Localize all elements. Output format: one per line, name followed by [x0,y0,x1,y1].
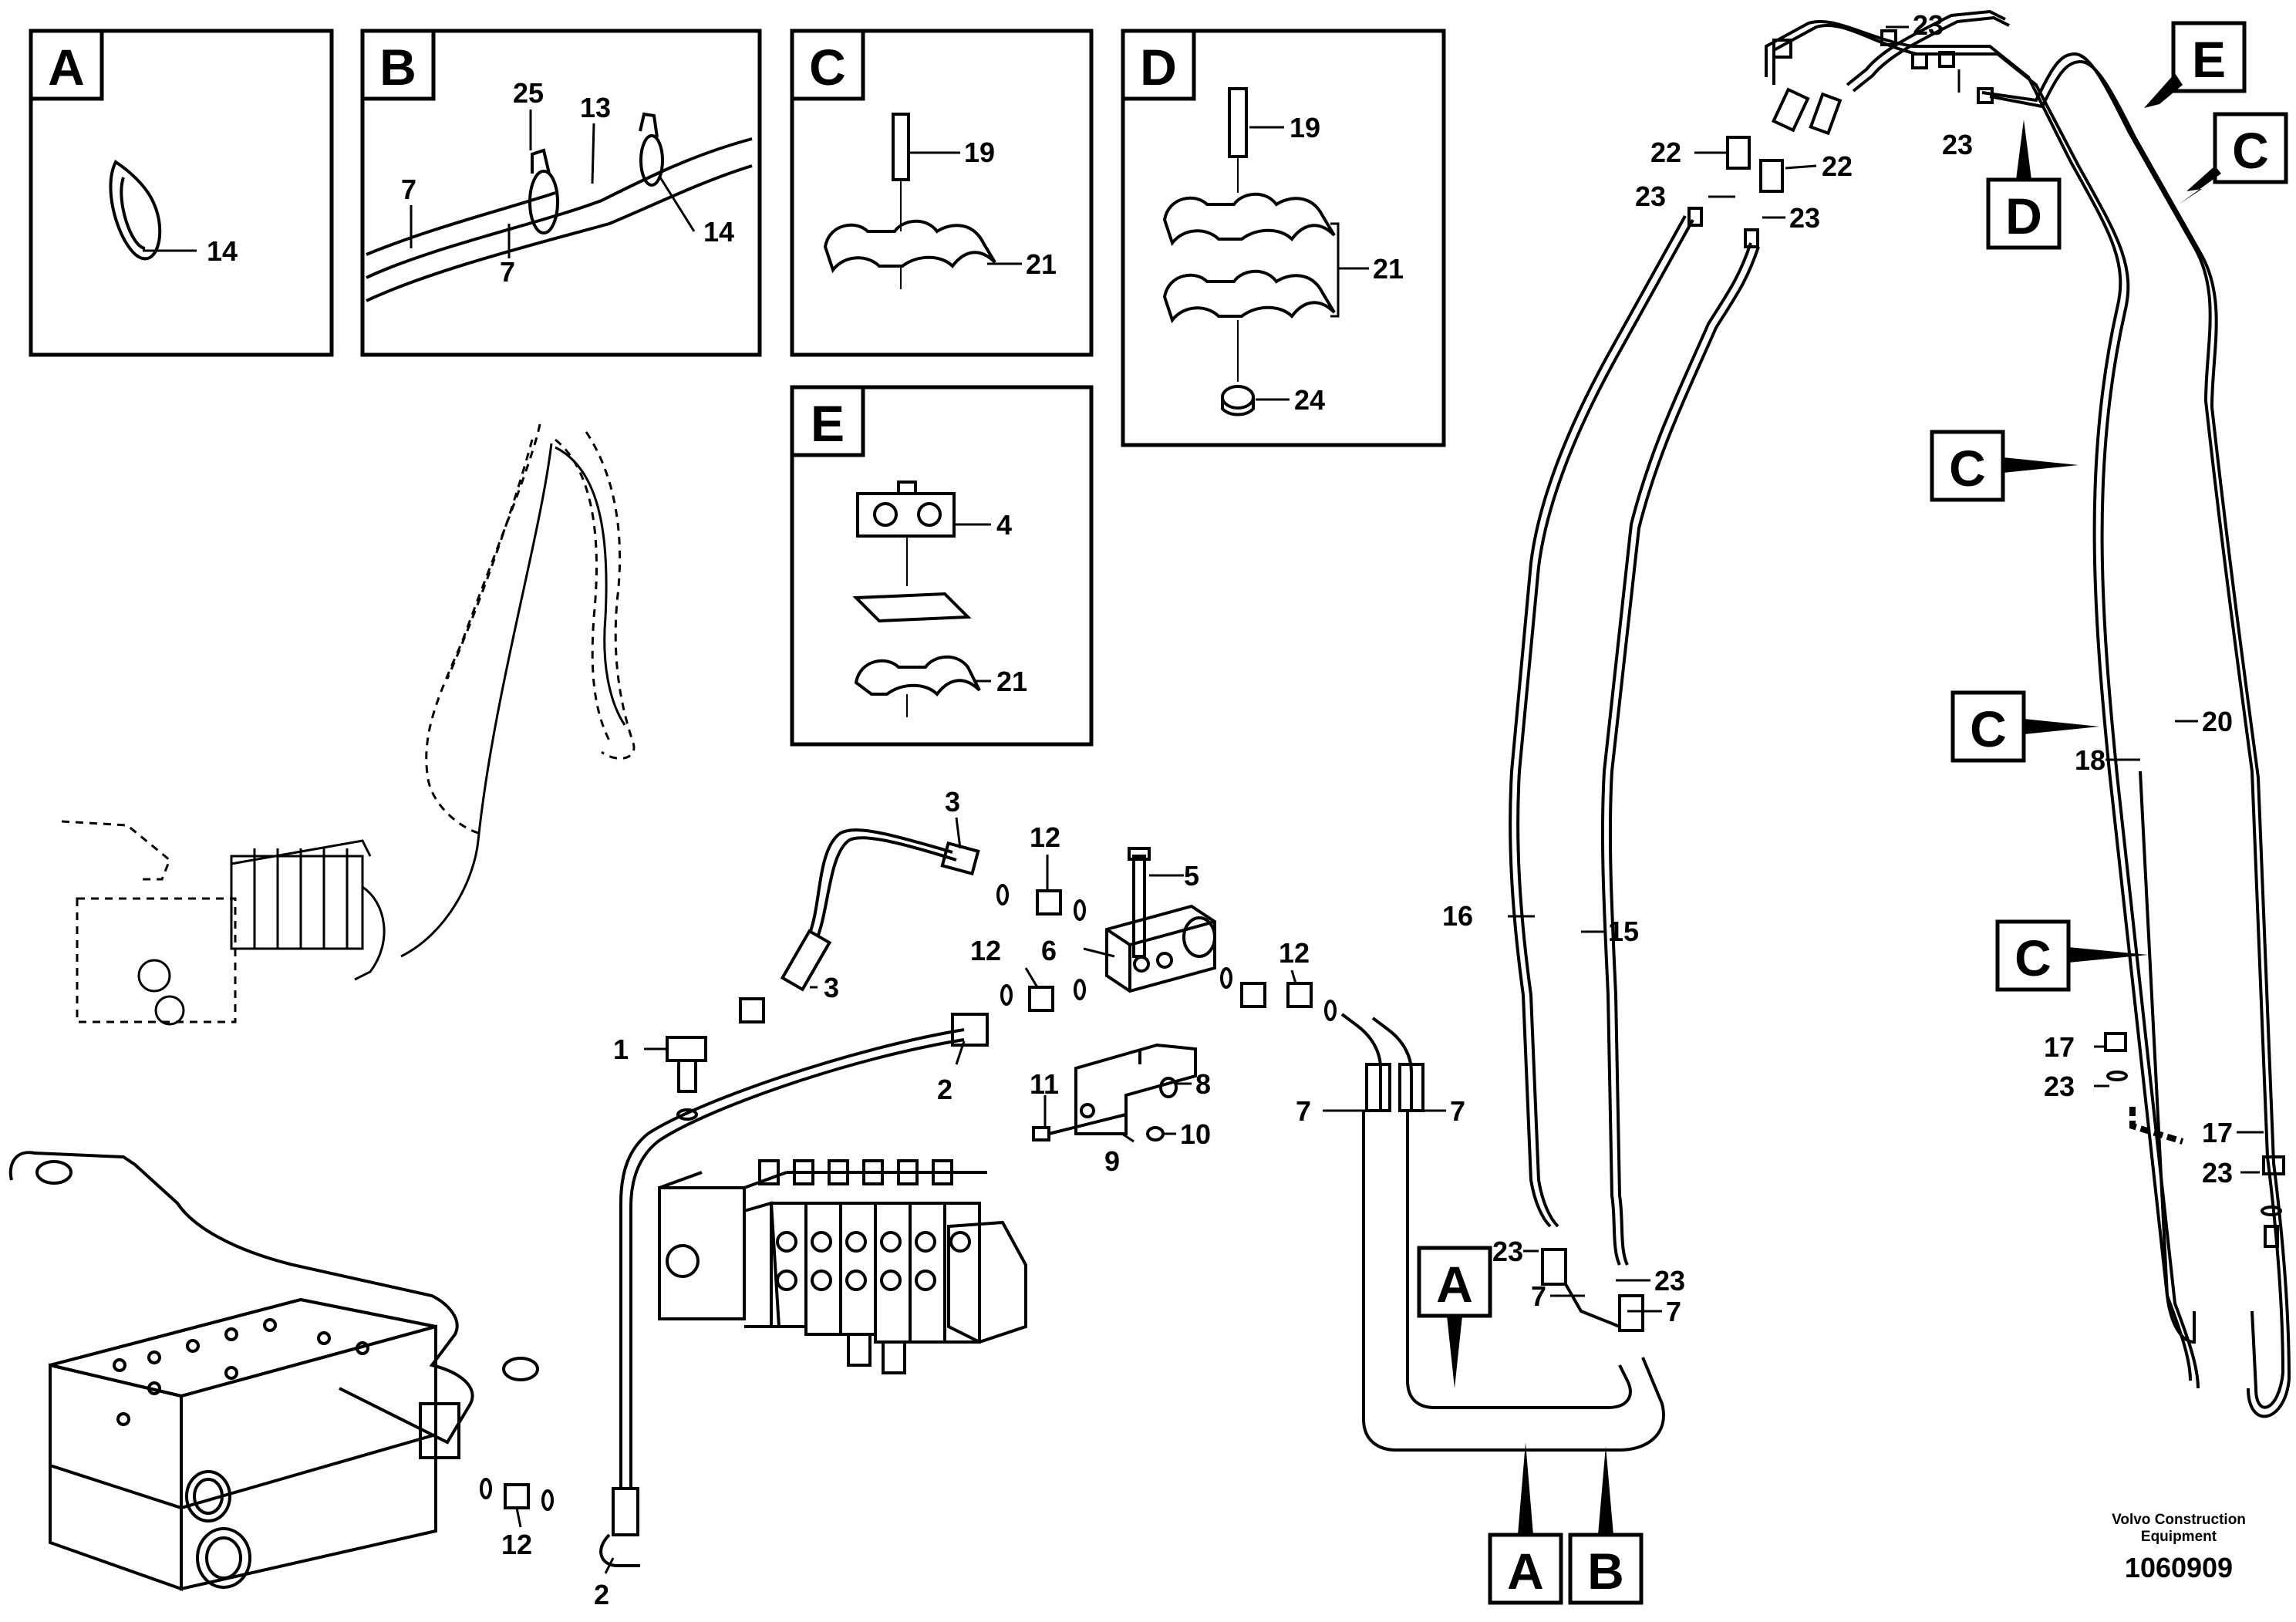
detail-panel-e: E 4 21 [790,385,1094,747]
cable-tie-drawing [109,160,197,261]
callout: 23 [1913,9,1944,41]
part-number: 14 [207,235,238,267]
company-name-line1: Volvo Construction [2112,1512,2246,1528]
view-marker-letter: C [2232,122,2269,179]
callout: 5 [1184,860,1199,892]
boom-pipes-drawing [1509,9,2291,1418]
callout: 11 [1030,1068,1059,1100]
callout: 7 [1531,1280,1546,1312]
boom-callouts: 23 23 22 22 23 23 16 15 23 23 7 7 20 18 … [1442,9,2233,1327]
view-marker-letter: B [1587,1543,1624,1600]
panel-letter: E [811,395,845,452]
callout: 12 [970,935,1001,966]
view-marker-letter: C [1949,440,1986,497]
callout: 10 [1180,1118,1211,1150]
part-number: 19 [964,137,995,168]
detail-panel-b: B 25 13 7 14 7 [360,29,762,357]
callout: 12 [501,1529,532,1560]
callout: 23 [1789,202,1820,234]
part-number: 21 [996,666,1027,697]
callout: 6 [1041,935,1057,966]
callout: 12 [1279,937,1310,969]
callout: 12 [1030,821,1060,853]
callout: 2 [937,1074,952,1105]
view-marker-letter: C [2014,929,2052,986]
callout: 3 [824,972,839,1003]
machine-overview-drawing [61,423,636,1026]
part-number: 25 [513,77,544,109]
company-name-line2: Equipment [2141,1529,2217,1545]
panel-letter: A [48,39,85,96]
panel-letter: B [379,39,416,96]
callout: 17 [2202,1117,2233,1148]
callout: 2 [594,1579,609,1610]
part-number: 24 [1294,384,1325,416]
valve-assembly-drawing [599,828,1665,1567]
view-marker-letter: C [1970,700,2007,757]
callout: 23 [1492,1236,1523,1267]
part-number: 14 [703,216,734,248]
callout: 3 [945,786,960,818]
callout: 18 [2075,744,2106,776]
callout: 22 [1650,137,1681,168]
callout: 7 [1296,1095,1311,1127]
part-number: 19 [1290,112,1320,143]
callout: 16 [1442,900,1473,932]
part-number: 21 [1373,253,1404,285]
view-marker-letter: A [1436,1256,1473,1313]
detail-panel-d: D 19 21 24 [1121,29,1446,447]
part-number: 13 [580,92,611,123]
part-number: 4 [996,509,1012,541]
callout: 1 [613,1034,629,1065]
bolt-clamp-drawing [823,113,996,289]
panel-letter: D [1140,39,1177,96]
callout: 20 [2202,706,2233,737]
document-number: 1060909 [2125,1552,2233,1583]
callout: 7 [1450,1095,1465,1127]
callout: 15 [1608,916,1639,947]
callout: 7 [1666,1296,1681,1327]
part-number: 7 [401,174,416,205]
detail-panel-c: C 19 21 [790,29,1094,357]
part-number: 21 [1026,248,1057,280]
callout: 9 [1104,1145,1120,1177]
hose-bundle-drawing [366,112,753,302]
view-marker-letter: A [1507,1543,1544,1600]
detail-panel-a: A 14 [29,29,334,357]
footer: Volvo Construction Equipment 1060909 [2112,1512,2246,1583]
callout: 23 [1942,129,1973,160]
part-number: 7 [500,256,515,288]
callout: 23 [1635,180,1666,212]
leader-lines [515,25,2264,1574]
callout: 17 [2044,1031,2075,1063]
tank-housing-drawing [8,1151,554,1591]
view-marker-letter: E [2192,31,2226,88]
block-clamp-drawing [852,481,981,717]
view-marker-letter: D [2005,187,2042,244]
callout: 23 [1654,1265,1685,1297]
view-markers: E C D C C C A A B [1417,21,2288,1605]
callout: 22 [1822,150,1853,182]
panel-letter: C [809,39,846,96]
callout: 23 [2202,1157,2233,1189]
callout: 23 [2044,1071,2075,1102]
callout: 8 [1195,1068,1211,1100]
double-clamp-drawing [1162,87,1336,416]
valve-callouts: 3 12 5 6 12 12 3 1 2 11 8 9 10 7 7 12 2 [501,786,1465,1610]
